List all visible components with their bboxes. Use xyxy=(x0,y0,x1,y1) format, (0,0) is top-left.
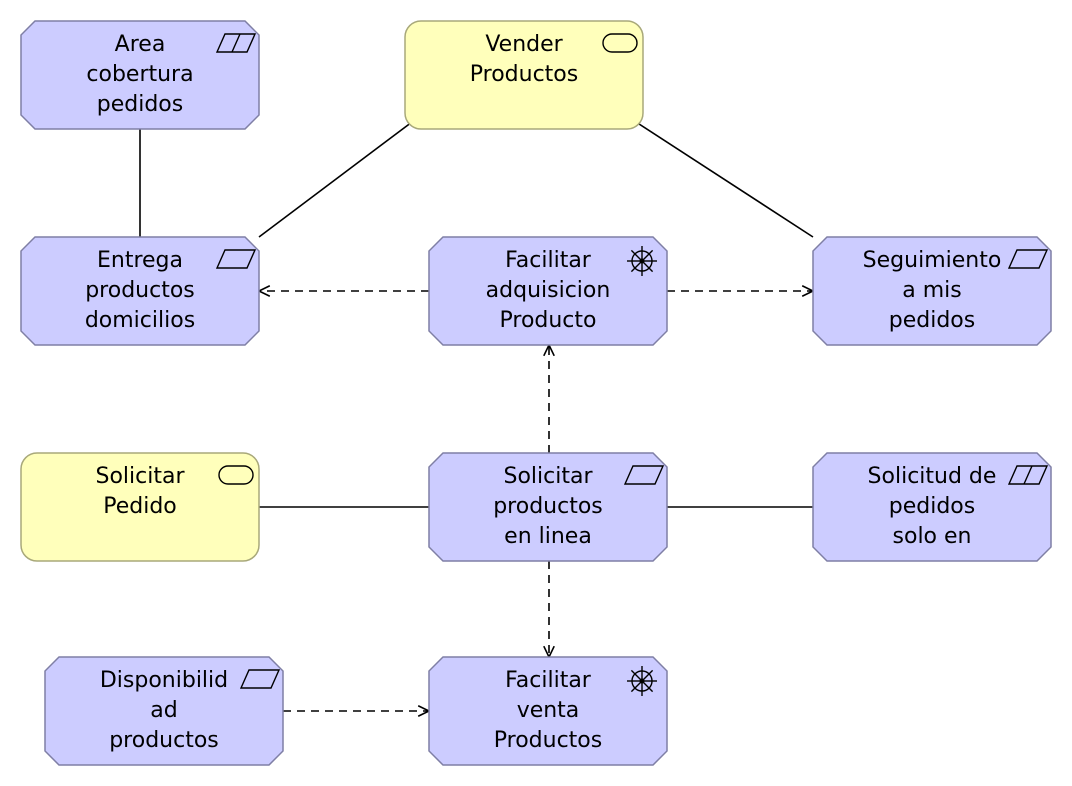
node-label-line: Solicitud de xyxy=(868,464,997,489)
application-function-icon xyxy=(215,249,257,269)
node-label-line: domicilios xyxy=(85,308,195,333)
node-entrega-productos[interactable]: Entrega productos domicilios xyxy=(20,236,260,346)
node-shape xyxy=(20,20,260,130)
node-label-line: venta xyxy=(517,698,580,723)
node-label-line: Vender xyxy=(485,32,563,57)
node-label-line: Facilitar xyxy=(505,668,592,693)
edge-line xyxy=(635,121,814,238)
application-service-wheel-icon xyxy=(627,246,657,276)
edge-vender_productos-to-seguimiento_pedidos xyxy=(635,121,814,238)
node-disponibilidad-productos[interactable]: Disponibilid ad productos xyxy=(44,656,284,766)
edge-line xyxy=(258,121,413,238)
node-label-line: Productos xyxy=(470,62,578,87)
application-interaction-icon xyxy=(215,33,257,53)
edges-layer xyxy=(139,121,815,717)
node-label-line: productos xyxy=(109,728,219,753)
edge-vender_productos-to-entrega_productos xyxy=(258,121,413,238)
business-service-icon xyxy=(218,465,254,485)
node-label-line: pedidos xyxy=(889,494,975,519)
node-label-line: Solicitar xyxy=(95,464,185,489)
node-shape xyxy=(20,236,260,346)
node-label-line: Area xyxy=(115,32,166,57)
node-label-line: Facilitar xyxy=(505,248,592,273)
node-shape xyxy=(428,656,668,766)
edge-facilitar_adquisicion-to-seguimiento_pedidos xyxy=(667,285,815,297)
application-interaction-icon xyxy=(1007,465,1049,485)
node-label-line: solo en xyxy=(893,524,972,549)
node-label-line: productos xyxy=(85,278,195,303)
node-shape xyxy=(44,656,284,766)
edge-facilitar_adquisicion-to-entrega_productos xyxy=(257,285,429,297)
application-function-icon xyxy=(239,669,281,689)
node-label-line: pedidos xyxy=(97,92,183,117)
node-shape xyxy=(428,236,668,346)
node-shape xyxy=(812,236,1052,346)
node-label-line: Disponibilid xyxy=(100,668,228,693)
application-function-icon xyxy=(623,465,665,485)
business-service-icon xyxy=(602,33,638,53)
node-label-line: cobertura xyxy=(86,62,193,87)
edge-disponibilidad_productos-to-facilitar_venta xyxy=(283,705,431,717)
node-area-cobertura[interactable]: Area cobertura pedidos xyxy=(20,20,260,130)
node-label-line: Productos xyxy=(494,728,602,753)
node-label-line: ad xyxy=(150,698,177,723)
node-label-line: en linea xyxy=(504,524,592,549)
node-label-line: Entrega xyxy=(97,248,183,273)
node-solicitar-productos[interactable]: Solicitar productos en linea xyxy=(428,452,668,562)
node-label-line: adquisicion xyxy=(486,278,611,303)
node-label-line: Seguimiento xyxy=(863,248,1002,273)
application-service-wheel-icon xyxy=(627,666,657,696)
node-solicitud-pedidos[interactable]: Solicitud de pedidos solo en xyxy=(812,452,1052,562)
node-label-line: pedidos xyxy=(889,308,975,333)
node-label-line: Solicitar xyxy=(503,464,593,489)
node-label-line: productos xyxy=(493,494,603,519)
node-label-line: Producto xyxy=(500,308,597,333)
edge-solicitar_productos-to-facilitar_adquisicion xyxy=(543,343,555,453)
node-shape xyxy=(20,452,260,562)
node-seguimiento-pedidos[interactable]: Seguimiento a mis pedidos xyxy=(812,236,1052,346)
nodes-layer: AreacoberturapedidosVenderProductosEntre… xyxy=(20,20,1052,766)
application-function-icon xyxy=(1007,249,1049,269)
node-label-line: a mis xyxy=(902,278,961,303)
node-shape xyxy=(404,20,644,130)
node-label-line: Pedido xyxy=(103,494,177,519)
edge-solicitar_productos-to-facilitar_venta xyxy=(543,561,555,659)
node-shape xyxy=(428,452,668,562)
node-shape xyxy=(812,452,1052,562)
